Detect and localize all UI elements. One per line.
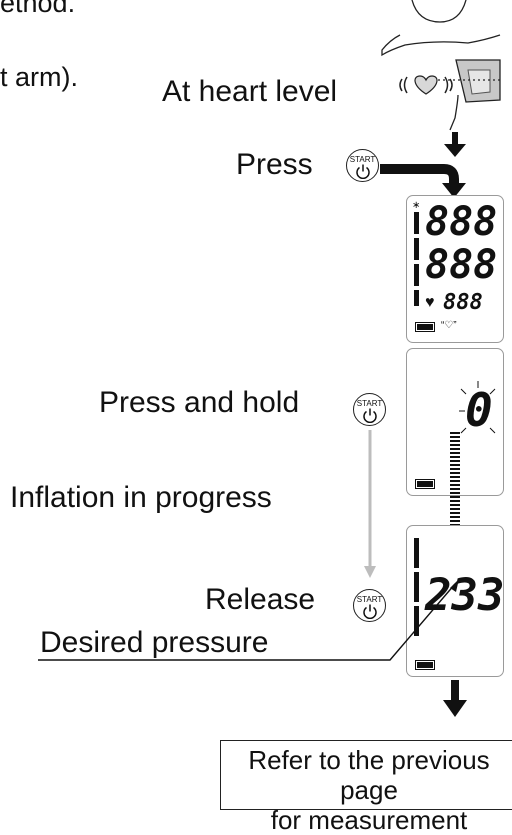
level-bar-segment: [414, 264, 419, 286]
press-hold-label: Press and hold: [99, 386, 300, 419]
level-bar-segment: [414, 238, 419, 260]
lcd-display-zero: 0: [406, 348, 504, 496]
heart-icon: ♥: [425, 294, 435, 311]
pressure-zero-digit: 0: [465, 383, 493, 437]
lcd-display-full: ∗ 888 888 ♥ 888 “♡”: [406, 195, 504, 343]
battery-icon: [415, 479, 435, 489]
refer-line-1: Refer to the previous page: [248, 745, 490, 805]
start-button-press[interactable]: START: [346, 149, 379, 182]
final-down-arrow-icon: [443, 680, 467, 717]
refer-box: Refer to the previous page for measureme…: [220, 740, 512, 835]
start-button-text: START: [349, 155, 376, 164]
battery-icon: [415, 322, 435, 332]
release-label: Release: [205, 583, 316, 616]
bluetooth-icon: ∗: [412, 200, 421, 211]
bent-arrow-icon: [380, 164, 466, 198]
level-bar-segment: [414, 538, 419, 568]
level-bar-segment: [414, 572, 419, 602]
desired-pressure-label: Desired pressure: [40, 626, 269, 659]
level-bar-segment: [414, 606, 419, 636]
power-icon: [363, 408, 377, 423]
diastolic-digits: 888: [425, 242, 498, 288]
battery-icon: [415, 660, 435, 670]
desired-pressure-leader: [38, 579, 459, 661]
arm-illustration: [381, 0, 501, 131]
power-icon: [363, 604, 377, 619]
start-button-text: START: [356, 399, 383, 408]
down-arrow-icon: [444, 132, 466, 157]
pulse-digits: 888: [443, 290, 483, 315]
heart-pulse-icon: [399, 75, 453, 95]
flash-rays-icon: [459, 381, 496, 434]
partial-instruction-text: t arm).: [0, 62, 78, 92]
refer-line-2: for measurement: [270, 805, 468, 835]
irregular-heartbeat-icon: “♡”: [441, 320, 457, 331]
press-label: Press: [236, 148, 313, 181]
start-button-release[interactable]: START: [353, 589, 386, 622]
hold-arrow: [364, 430, 376, 578]
systolic-digits: 888: [425, 199, 498, 245]
lcd-display-pressure: 233: [406, 525, 504, 677]
start-button-hold[interactable]: START: [353, 393, 386, 426]
level-bar-segment: [414, 212, 419, 234]
pressure-digits: 233: [425, 570, 505, 621]
inflation-label: Inflation in progress: [10, 481, 272, 514]
level-bar-segment: [414, 290, 419, 306]
power-icon: [356, 164, 370, 179]
start-button-text: START: [356, 595, 383, 604]
heart-level-label: At heart level: [162, 75, 338, 108]
partial-heading-text: ethod.: [0, 0, 76, 18]
